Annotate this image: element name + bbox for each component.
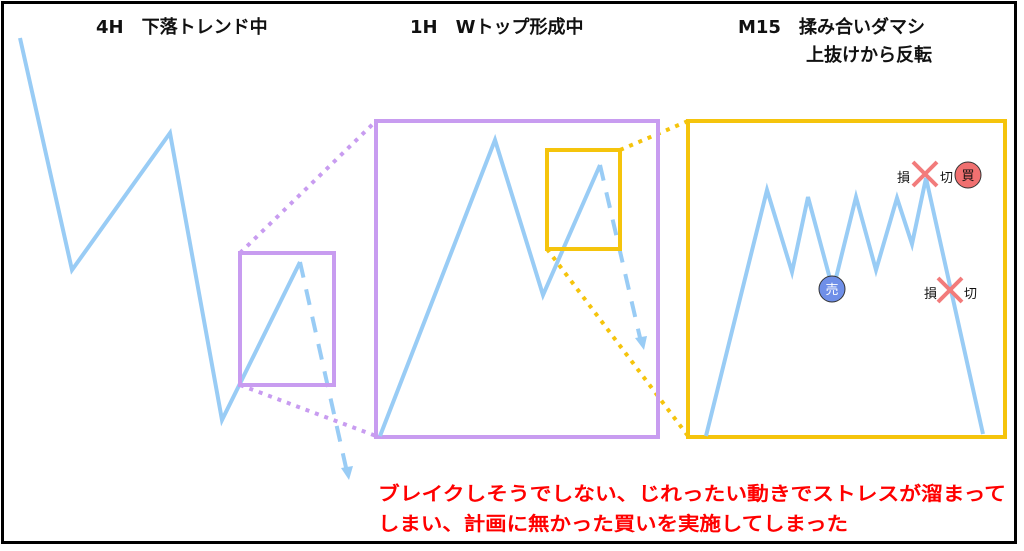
zoom-connector-bottom-yellow (545, 247, 690, 438)
price-line-1h (378, 133, 602, 437)
title-m15-line1: M15 揉み合いダマシ (738, 16, 925, 38)
price-line-m15 (704, 177, 985, 437)
caption-line-1: ブレイクしそうでしない、じれったい動きでストレスが溜まって (378, 482, 1006, 505)
projection-1h-arrowhead (635, 336, 647, 350)
stop-loss-2-left-label: 損 (924, 287, 937, 302)
projection-4h-arrowhead (341, 466, 353, 480)
zoom-box-4h (238, 251, 336, 387)
stop-loss-1-left-label: 損 (897, 171, 910, 186)
stop-x-icon (911, 160, 939, 188)
title-m15-line2: 上抜けから反転 (806, 44, 932, 66)
panel-m15 (686, 119, 1007, 439)
stop-loss-marker-2: 損 切 (924, 276, 977, 304)
sell-marker: 売 (818, 275, 846, 303)
projection-1h (598, 164, 643, 343)
price-line-4h (18, 37, 302, 427)
stop-x-icon (936, 276, 964, 304)
svg-text:売: 売 (825, 282, 838, 298)
stop-loss-marker-1: 損 切 (897, 160, 953, 188)
zoom-box-1h (545, 148, 622, 251)
title-4h: 4H 下落トレンド中 (96, 16, 268, 38)
buy-marker: 買 (954, 161, 982, 189)
panel-1h (374, 119, 660, 439)
caption-line-2: しまい、計画に無かった買いを実施してしまった (378, 512, 848, 535)
zoom-connector-top-yellow (619, 119, 689, 152)
zoom-connector-bottom-purple (239, 383, 377, 438)
zoom-connector-top-purple (238, 119, 378, 255)
title-1h: 1H Wトップ形成中 (410, 16, 583, 38)
svg-text:買: 買 (961, 169, 974, 184)
stop-loss-1-right-label: 切 (940, 171, 953, 186)
stop-loss-2-right-label: 切 (964, 287, 977, 302)
diagram-frame (1, 1, 1017, 544)
projection-4h (298, 261, 349, 473)
